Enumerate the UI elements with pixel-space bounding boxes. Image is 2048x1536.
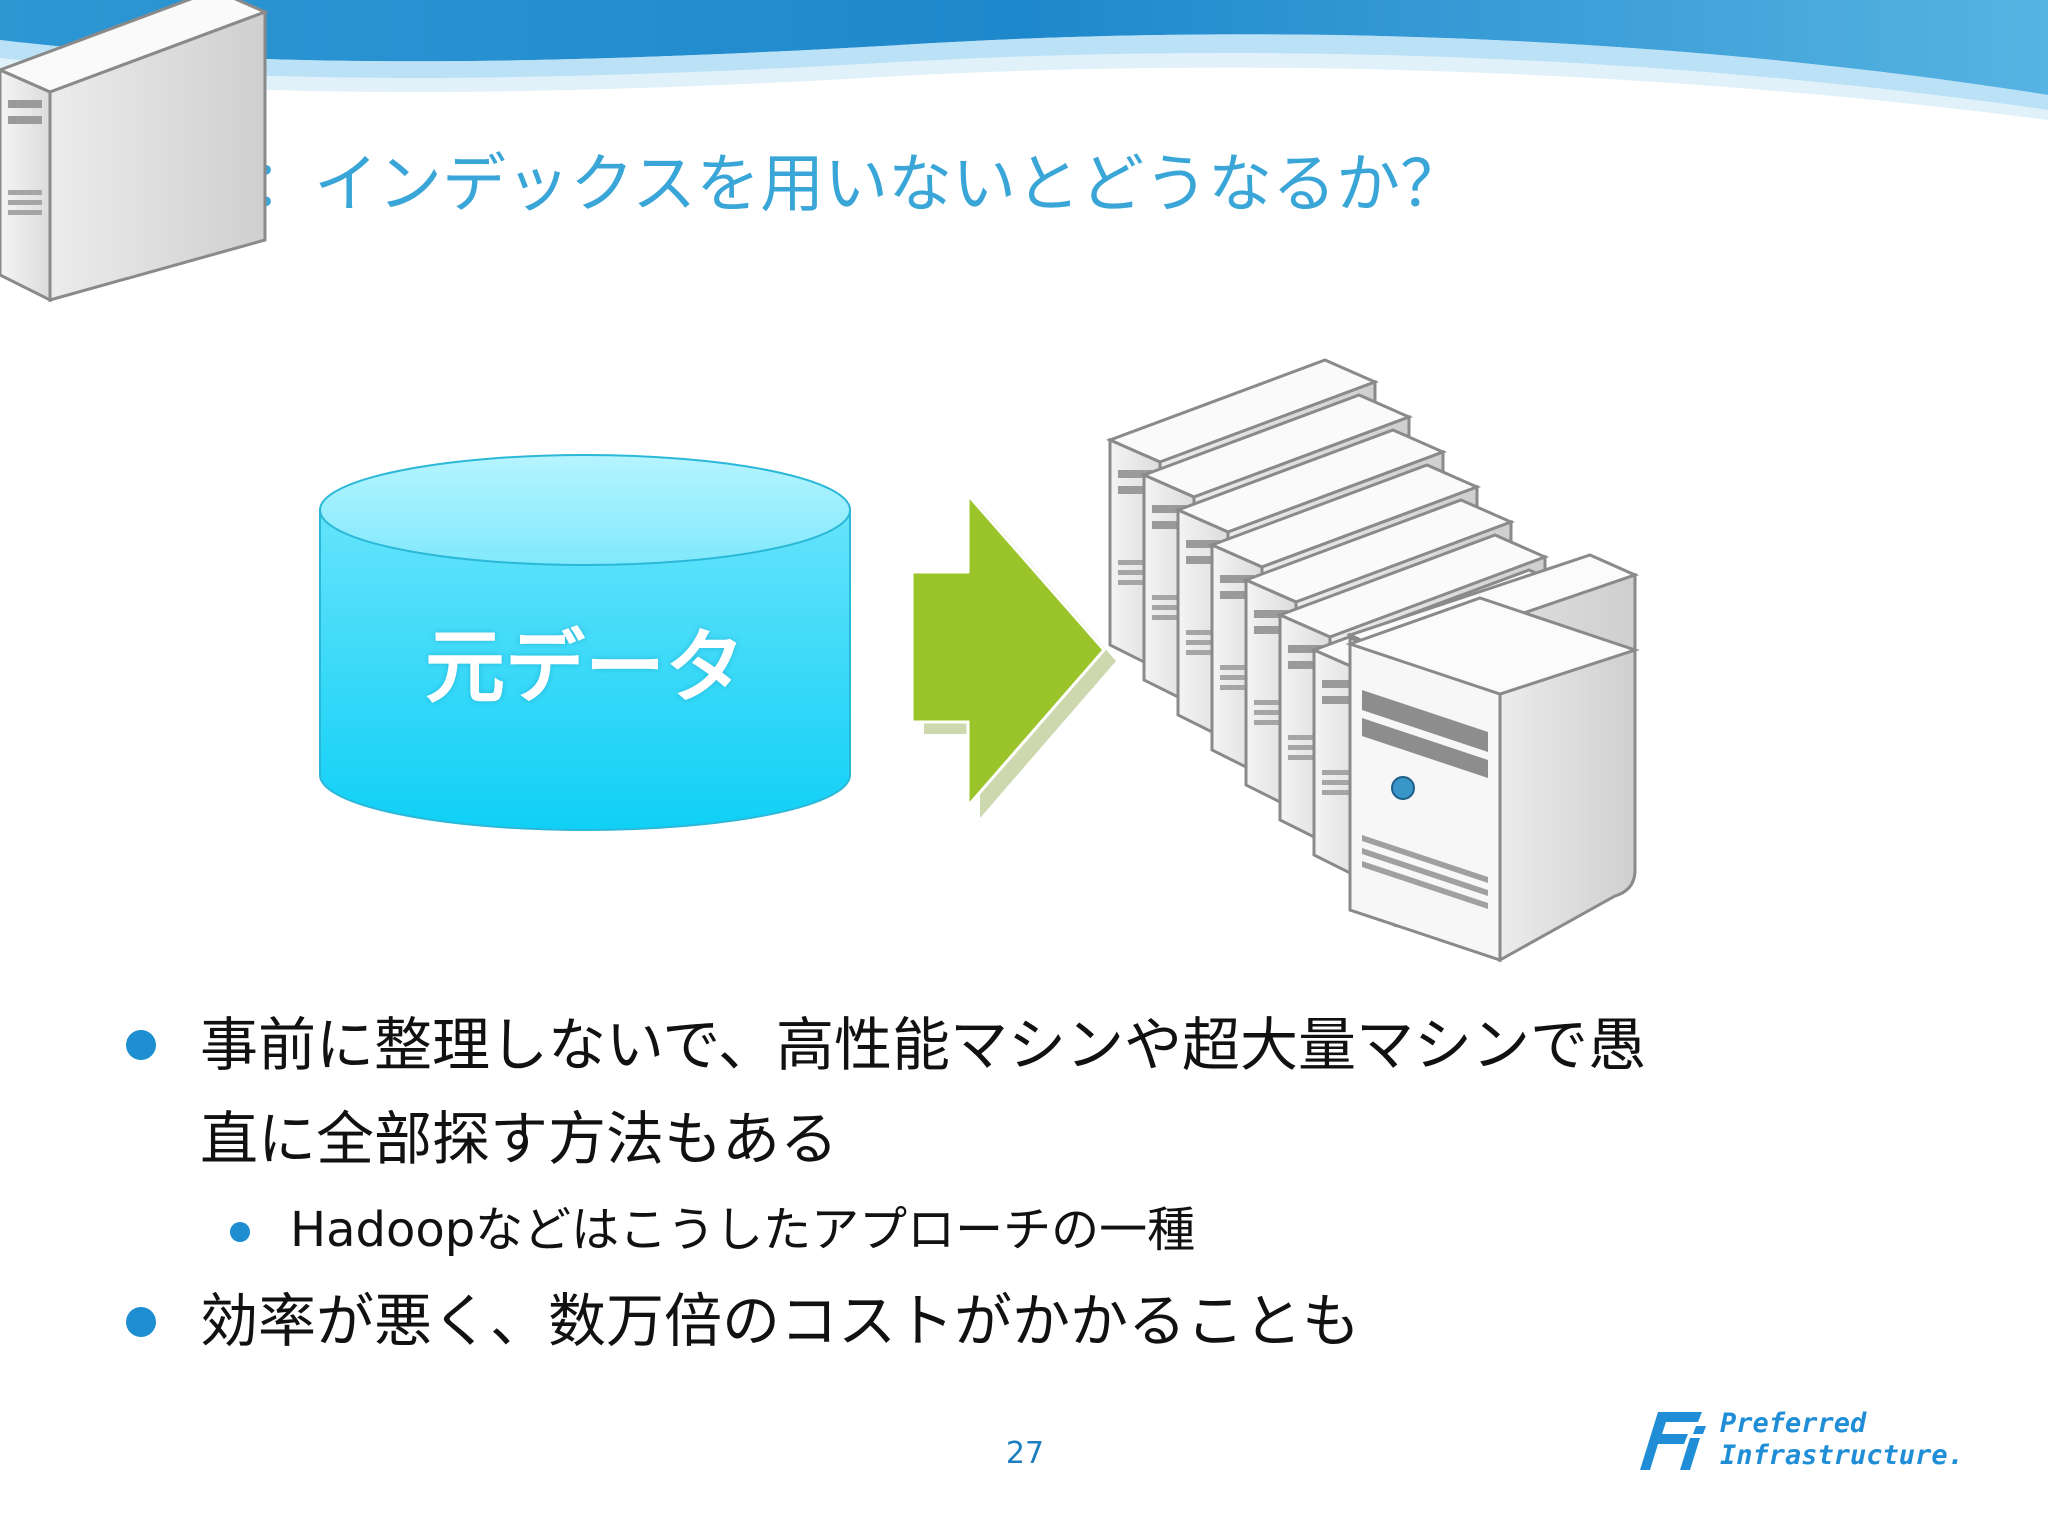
bullet-icon: [126, 1030, 156, 1060]
bullet-icon: [126, 1307, 156, 1337]
slide-title: 余談：インデックスを用いないとどうなるか？: [122, 148, 1465, 222]
server-rack-icon: [0, 0, 1640, 963]
company-logo: Preferred Infrastructure.: [1640, 1408, 1970, 1474]
page-number: 27: [1005, 1436, 1045, 1471]
bullet-item-1: 事前に整理しないで、高性能マシンや超大量マシンで愚 直に全部探す方法もある: [200, 998, 1646, 1186]
sub-bullet-item: Hadoopなどはこうしたアプローチの一種: [290, 1202, 1196, 1258]
database-cylinder-icon: [319, 454, 851, 831]
bullet-item-1-line-2: 直に全部探す方法もある: [200, 1105, 839, 1173]
logo-text: Preferred Infrastructure.: [1720, 1408, 1964, 1472]
logo-line-2: Infrastructure.: [1720, 1440, 1964, 1471]
bullet-item-1-line-1: 事前に整理しないで、高性能マシンや超大量マシンで愚: [200, 1011, 1646, 1079]
arrow-right-icon: [910, 491, 1116, 818]
logo-mark-icon: [1640, 1412, 1706, 1470]
logo-line-1: Preferred: [1720, 1408, 1867, 1439]
bullet-item-2: 効率が悪く、数万倍のコストがかかることも: [200, 1287, 1361, 1355]
header-wave: [0, 0, 2048, 120]
database-label: 元データ: [425, 621, 745, 714]
sub-bullet-icon: [230, 1222, 250, 1242]
